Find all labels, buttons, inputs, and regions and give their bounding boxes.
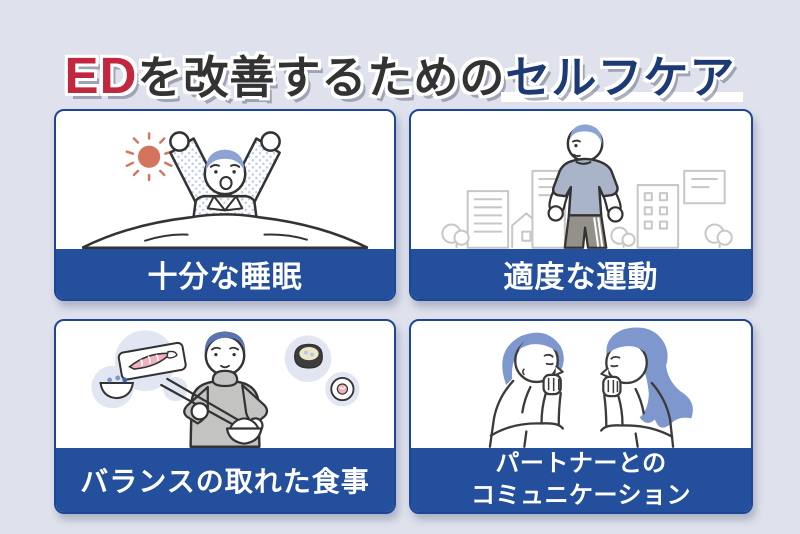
cityscape: [441, 169, 733, 249]
card-diet-label: バランスの取れた食事: [80, 466, 370, 497]
small-dish: [330, 377, 355, 402]
tree: [704, 223, 733, 248]
card-sleep-band: 十分な睡眠: [56, 249, 394, 299]
man-figure: [488, 332, 564, 448]
card-sleep-label: 十分な睡眠: [147, 261, 303, 294]
exercise-illustration: [411, 111, 751, 249]
blanket: [81, 213, 369, 249]
card-exercise-band: 適度な運動: [411, 249, 751, 299]
walking-man: [547, 124, 624, 249]
exercise-illustration-svg: [441, 124, 733, 249]
title-part-selfcare: セルフケア: [501, 52, 744, 104]
card-sleep: 十分な睡眠: [54, 109, 396, 301]
side-bowl: [99, 375, 135, 400]
communication-illustration: [411, 321, 751, 448]
title-selfcare-text: セルフケア: [505, 52, 736, 104]
woman-figure: [600, 327, 693, 448]
card-exercise: 適度な運動: [409, 109, 753, 301]
page-title: EDを改善するためのセルフケア: [0, 44, 800, 108]
sleep-illustration: [56, 111, 394, 249]
salmon-plate: [117, 341, 187, 381]
miso-soup-bowl: [294, 343, 323, 369]
communication-illustration-svg: [488, 327, 693, 448]
card-communication-label-line2: コミュニケーション: [470, 482, 692, 509]
tree: [610, 226, 636, 248]
sleep-illustration-svg: [81, 131, 369, 249]
eating-man: [160, 331, 269, 448]
card-diet-band: バランスの取れた食事: [56, 448, 394, 512]
diet-illustration-svg: [91, 330, 360, 448]
title-part-ed: ED: [64, 47, 138, 105]
card-exercise-label: 適度な運動: [503, 261, 659, 294]
card-communication-label-line1: パートナーとの: [495, 450, 667, 478]
diet-illustration: [56, 321, 394, 448]
title-part-middle: を改善するための: [137, 52, 506, 104]
card-communication: パートナーとの コミュニケーション: [409, 319, 753, 514]
card-diet: バランスの取れた食事: [54, 319, 396, 514]
tree: [441, 223, 470, 248]
card-communication-band: パートナーとの コミュニケーション: [411, 448, 751, 512]
